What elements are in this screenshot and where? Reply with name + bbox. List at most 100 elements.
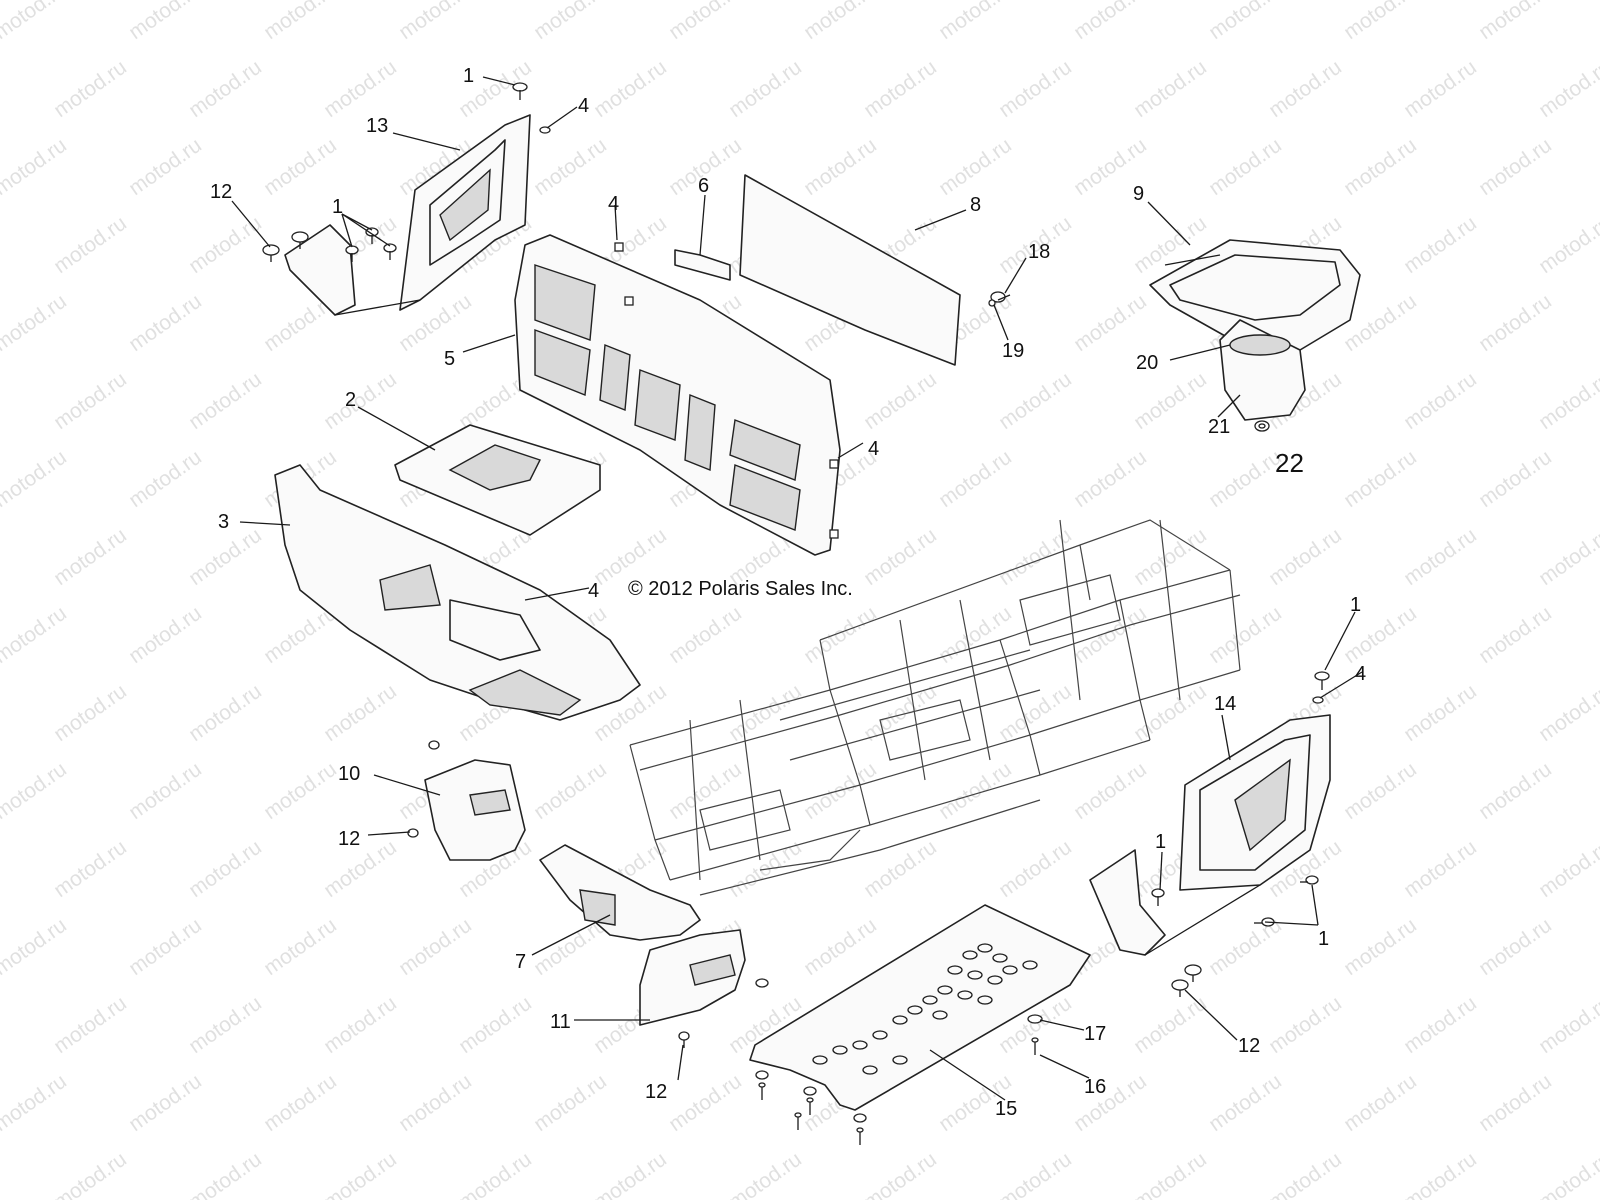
watermark-text: motod.ru (860, 680, 941, 746)
skid-hole (977, 943, 993, 953)
watermark-text: motod.ru (50, 836, 131, 902)
skid-hole (992, 953, 1008, 963)
callout-1: 1 (332, 196, 343, 218)
watermark-text: motod.ru (1130, 56, 1211, 122)
watermark-text: motod.ru (935, 602, 1016, 668)
watermark-text: motod.ru (995, 56, 1076, 122)
watermark-text: motod.ru (0, 1070, 71, 1136)
watermark-text: motod.ru (1535, 836, 1600, 902)
watermark-text: motod.ru (800, 134, 881, 200)
watermark-text: motod.ru (0, 446, 71, 512)
watermark-text: motod.ru (665, 758, 746, 824)
callout-16: 16 (1084, 1076, 1106, 1098)
part-10-left-bracket (424, 759, 526, 861)
fasteners-group-11 (678, 978, 769, 1048)
watermark-text: motod.ru (50, 368, 131, 434)
watermark-text: motod.ru (260, 0, 341, 44)
callout-4: 4 (608, 193, 619, 215)
watermark-text: motod.ru (1475, 758, 1556, 824)
skid-hole (1002, 965, 1018, 975)
callout-21: 21 (1208, 416, 1230, 438)
watermark-text: motod.ru (0, 758, 71, 824)
skid-hole (872, 1030, 888, 1040)
watermark-text: motod.ru (0, 602, 71, 668)
callout-4: 4 (588, 580, 599, 602)
watermark-text: motod.ru (185, 836, 266, 902)
skid-hole (852, 1040, 868, 1050)
watermark-text: motod.ru (1535, 212, 1600, 278)
watermark-text: motod.ru (1130, 524, 1211, 590)
watermark-text: motod.ru (995, 1148, 1076, 1200)
watermark-text: motod.ru (1205, 446, 1286, 512)
watermark-text: motod.ru (1475, 446, 1556, 512)
watermark-text: motod.ru (665, 0, 746, 44)
vehicle-frame (629, 519, 1241, 896)
callout-12: 12 (210, 181, 232, 203)
watermark-text: motod.ru (125, 758, 206, 824)
fasteners-group-5 (614, 242, 839, 539)
callout-1: 1 (1318, 928, 1329, 950)
watermark-text: motod.ru (185, 1148, 266, 1200)
skid-hole (922, 995, 938, 1005)
watermark-text: motod.ru (50, 680, 131, 746)
watermark-text: motod.ru (1400, 524, 1481, 590)
callout-17: 17 (1084, 1023, 1106, 1045)
part-2-floor-cover (394, 424, 601, 536)
watermark-text: motod.ru (1205, 0, 1286, 44)
watermark-text: motod.ru (185, 524, 266, 590)
watermark-text: motod.ru (1400, 212, 1481, 278)
watermark-text: motod.ru (0, 290, 71, 356)
watermark-text: motod.ru (590, 1148, 671, 1200)
watermark-text: motod.ru (1535, 1148, 1600, 1200)
watermark-text: motod.ru (1535, 992, 1600, 1058)
watermark-text: motod.ru (50, 524, 131, 590)
part-8-panel (739, 174, 961, 366)
watermark-text: motod.ru (185, 368, 266, 434)
watermark-text: motod.ru (50, 992, 131, 1058)
watermark-text: motod.ru (1130, 992, 1211, 1058)
watermark-text: motod.ru (1070, 0, 1151, 44)
callout-10: 10 (338, 763, 360, 785)
watermark-text: motod.ru (935, 758, 1016, 824)
fasteners-group-10 (407, 740, 440, 838)
watermark-text: motod.ru (125, 914, 206, 980)
watermark-text: motod.ru (800, 914, 881, 980)
watermark-text: motod.ru (1070, 1070, 1151, 1136)
skid-hole (1022, 960, 1038, 970)
watermark-text: motod.ru (1535, 368, 1600, 434)
watermark-text: motod.ru (935, 0, 1016, 44)
callout-8: 8 (970, 194, 981, 216)
callout-1: 1 (1155, 831, 1166, 853)
callout-20: 20 (1136, 352, 1158, 374)
part-11-right-bracket (639, 929, 746, 1026)
skid-plate-holes (812, 943, 1038, 1075)
skid-hole (932, 1010, 948, 1020)
watermark-text: motod.ru (320, 56, 401, 122)
watermark-text: motod.ru (1265, 524, 1346, 590)
part-5-bulkhead-panel (514, 234, 841, 556)
watermark-text: motod.ru (185, 212, 266, 278)
callout-6: 6 (698, 175, 709, 197)
watermark-text: motod.ru (1070, 290, 1151, 356)
watermark-text: motod.ru (725, 1148, 806, 1200)
callout-13: 13 (366, 115, 388, 137)
watermark-text: motod.ru (1130, 680, 1211, 746)
watermark-text: motod.ru (455, 992, 536, 1058)
callout-1: 1 (463, 65, 474, 87)
fasteners-group-13 (262, 82, 551, 262)
fasteners-group-15 (755, 1014, 1043, 1145)
watermark-text: motod.ru (125, 134, 206, 200)
leader-lines (231, 76, 1363, 1101)
callout-9: 9 (1133, 183, 1144, 205)
watermark-text: motod.ru (1340, 446, 1421, 512)
watermark-text: motod.ru (185, 56, 266, 122)
fastener-22 (1254, 420, 1270, 432)
callout-18: 18 (1028, 241, 1050, 263)
watermark-text: motod.ru (1205, 602, 1286, 668)
watermark-text: motod.ru (995, 680, 1076, 746)
watermark-text: motod.ru (1205, 1070, 1286, 1136)
watermark-text: motod.ru (590, 56, 671, 122)
watermark-text: motod.ru (1475, 290, 1556, 356)
watermark-text: motod.ru (935, 446, 1016, 512)
skid-hole (892, 1015, 908, 1025)
